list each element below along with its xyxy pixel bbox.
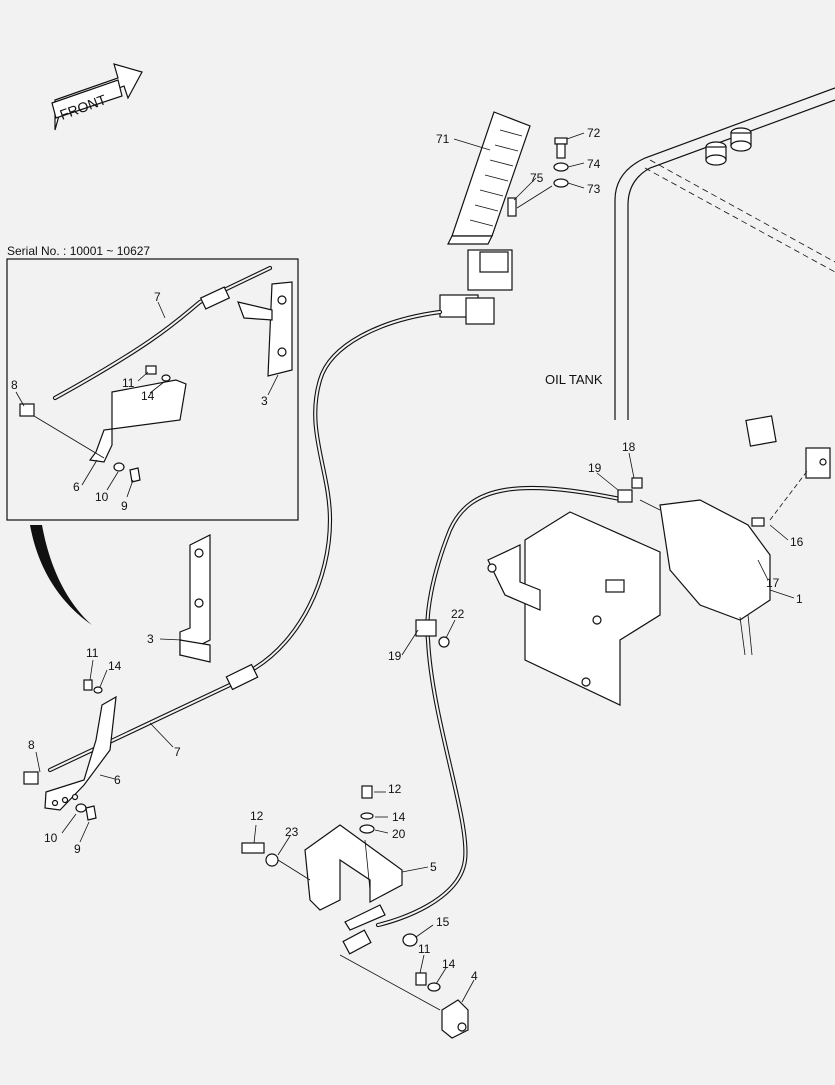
callout-1: 1 (796, 592, 803, 606)
inset-callout-7: 7 (154, 290, 161, 304)
callout-14-left: 14 (108, 659, 122, 673)
inset-callout-9: 9 (121, 499, 128, 513)
detail-pointer-arc (30, 525, 92, 625)
callout-6: 6 (114, 773, 121, 787)
callout-10: 10 (44, 831, 58, 845)
leader-lines (15, 132, 795, 1003)
oil-tank: OIL TANK (545, 87, 835, 479)
callout-3: 3 (147, 632, 154, 646)
inset-callout-3: 3 (261, 394, 268, 408)
callout-5: 5 (430, 860, 437, 874)
callout-11-bottom: 11 (418, 942, 431, 956)
callout-14-bottom: 14 (442, 957, 456, 971)
callout-19-mid: 19 (388, 649, 402, 663)
callout-73: 73 (587, 182, 601, 196)
inset-callout-8: 8 (11, 378, 18, 392)
inset-callout-11: 11 (122, 376, 135, 390)
serial-number-label: Serial No. : 10001 ~ 10627 (7, 244, 150, 258)
callout-8: 8 (28, 738, 35, 752)
callout-16: 16 (790, 535, 804, 549)
inset-callout-6: 6 (73, 480, 80, 494)
callout-17: 17 (766, 576, 780, 590)
accelerator-pedal (439, 111, 569, 325)
inset-callout-14: 14 (141, 389, 155, 403)
callout-75: 75 (530, 171, 544, 185)
callout-4: 4 (471, 969, 478, 983)
callout-72: 72 (587, 126, 601, 140)
lever-6 (23, 679, 117, 821)
callout-14-mid: 14 (392, 810, 406, 824)
bracket-5 (241, 785, 469, 1039)
governor-cable (375, 485, 628, 928)
callout-20: 20 (392, 827, 406, 841)
callout-22: 22 (451, 607, 465, 621)
callout-12-top: 12 (388, 782, 402, 796)
oil-tank-label: OIL TANK (545, 372, 603, 387)
callout-11-left: 11 (86, 646, 99, 660)
callout-numbers: 71 72 74 75 73 18 19 16 17 1 22 19 7 3 8… (11, 126, 804, 983)
accelerator-cable-main (47, 309, 443, 773)
cable-clamp (415, 619, 450, 648)
front-arrow-icon: FRONT (51, 63, 143, 131)
callout-18: 18 (622, 440, 636, 454)
callout-9: 9 (74, 842, 81, 856)
main-bracket-3 (179, 534, 211, 663)
callout-12-left: 12 (250, 809, 264, 823)
serial-inset: Serial No. : 10001 ~ 10627 (6, 244, 299, 521)
callout-7: 7 (174, 745, 181, 759)
callout-74: 74 (587, 157, 601, 171)
callout-71: 71 (436, 132, 450, 146)
inset-callout-10: 10 (95, 490, 109, 504)
callout-23: 23 (285, 825, 299, 839)
callout-19-top: 19 (588, 461, 602, 475)
callout-15: 15 (436, 915, 450, 929)
governor-bracket (487, 469, 809, 706)
